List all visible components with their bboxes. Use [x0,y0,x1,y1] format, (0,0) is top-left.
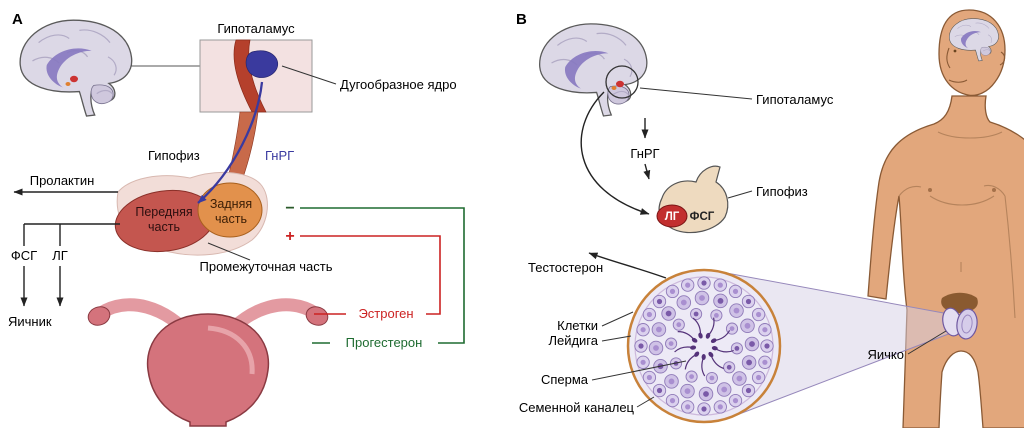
label-ovary: Яичник [8,314,52,329]
face-features [946,47,1006,83]
label-arcuate-nucleus: Дугообразное ядро [340,77,457,92]
lh-region [656,204,688,228]
intermediate-leader-line [207,242,251,261]
minus-sign: − [285,200,294,217]
body-detail-lines [898,131,1016,319]
seminiferous-tubule-illustration [626,268,782,424]
panel-a-letter: А [12,11,23,28]
panel-a: А Гипоталамус Дугообразное ядро Передняя… [8,11,465,427]
pituitary-illustration-a [114,111,268,256]
plus-sign: + [285,228,294,245]
testosterone-feedback-arrow [588,252,667,279]
hypothalamus-zoom-box [199,39,313,113]
label-pituitary-a: Гипофиз [148,148,200,163]
uterus-illustration [87,298,329,427]
label-estrogen: Эстроген [358,306,413,321]
leydig-leader-lines [601,311,634,342]
label-pituitary-b: Гипофиз [756,184,808,199]
label-testis: Яичко [868,347,905,362]
testis-leader-line [907,330,947,355]
testis-right [956,308,978,340]
nipple-right [992,188,996,192]
fsh-lh-elbow-lines [23,223,120,246]
label-seminiferous-tubule: Семенной каналец [519,400,635,415]
zoom-circle [605,65,639,99]
testis-illustration [942,307,978,340]
tubule-leader-line [636,396,655,408]
uterus-highlight [207,325,255,375]
gnrh-to-pituitary-arrow [643,163,651,180]
label-fsh-b: ФСГ [690,211,715,223]
label-posterior-line2: часть [215,212,247,226]
label-posterior-line1: Задняя [210,197,252,211]
label-leydig-line1: Клетки [557,318,598,333]
label-lh-a: ЛГ [52,248,68,263]
arcuate-nucleus-shape [245,50,279,78]
label-gnrh-a: ГнРГ [265,148,294,163]
label-progesterone: Прогестерон [346,335,423,350]
label-leydig-line2: Лейдига [548,333,598,348]
label-lh-b: ЛГ [665,211,680,223]
ovary-left [87,306,111,326]
pituitary-leader-line-b [727,190,753,199]
progesterone-feedback-line [300,207,465,344]
label-testosterone: Тестостерон [528,260,603,275]
gnrh-arrow [197,81,264,204]
label-sperm: Сперма [541,372,589,387]
tubule-cells [634,276,774,416]
label-fsh-a: ФСГ [11,248,37,263]
hypothalamus-spot-a [70,75,78,83]
male-body-illustration [867,9,1024,428]
label-intermediate: Промежуточная часть [200,259,333,274]
brain-illustration-b [539,23,648,117]
panel-b-letter: В [516,11,527,28]
label-anterior-line2: часть [148,220,180,234]
eye [953,49,957,53]
sperm-leader-line [591,360,687,381]
testis-inner-detail [961,314,973,334]
label-hypothalamus-a: Гипоталамус [217,21,295,36]
nipple-left [928,188,932,192]
body-silhouette [867,95,1024,428]
pituitary-spot-a [65,82,71,86]
arcuate-leader-line [281,65,337,85]
pituitary-spot-b [611,86,617,90]
hypothalamus-to-pituitary-arrow [580,91,650,215]
label-prolactin: Пролактин [30,173,95,188]
posterior-lobe [197,182,263,238]
hypothalamus-leader-line-b [639,87,753,100]
ovary-right [305,306,329,326]
brain-illustration-a [19,19,133,117]
pituitary-illustration-b [656,165,729,234]
label-hypothalamus-b: Гипоталамус [756,92,834,107]
estrogen-feedback-line [300,235,441,315]
label-anterior-line1: Передняя [135,205,192,219]
panel-b: В Яичко Гипоталамус [516,9,1024,428]
label-gnrh-b: ГнРГ [630,146,659,161]
hypothalamus-spot-b [616,80,624,88]
